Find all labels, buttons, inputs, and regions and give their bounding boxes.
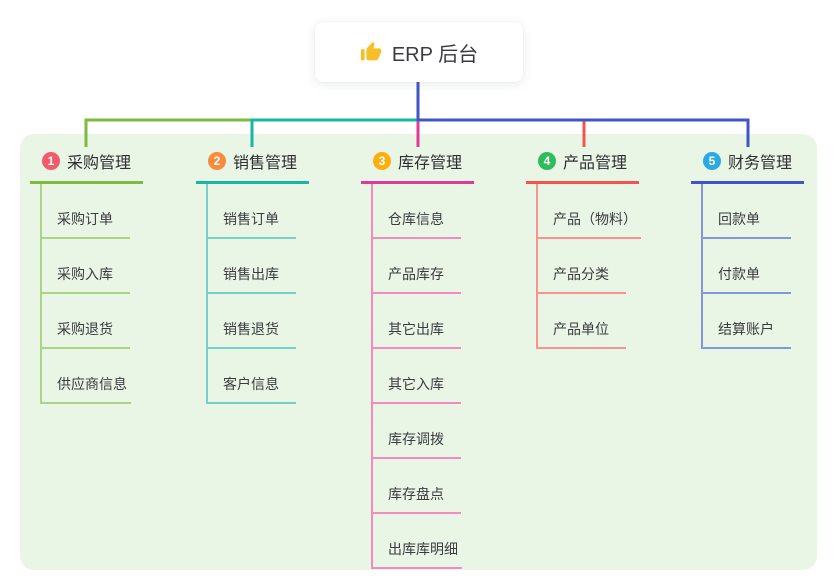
- node-item[interactable]: 其它出库: [373, 294, 461, 349]
- node-item[interactable]: 产品单位: [538, 294, 626, 349]
- badge-3: 3: [373, 152, 391, 170]
- topic-label: 库存管理: [398, 155, 463, 172]
- node-item[interactable]: 付款单: [703, 239, 791, 294]
- node-item[interactable]: 供应商信息: [42, 349, 131, 404]
- root-node[interactable]: ERP 后台: [315, 22, 523, 82]
- branch-inventory: 3 库存管理 仓库信息 产品库存 其它出库 其它入库 库存调拨 库存盘点 出库库…: [361, 146, 474, 569]
- branch-product: 4 产品管理 产品（物料） 产品分类 产品单位: [526, 146, 641, 349]
- branch-finance: 5 财务管理 回款单 付款单 结算账户: [691, 146, 804, 349]
- node-item[interactable]: 其它入库: [373, 349, 461, 404]
- node-item[interactable]: 库存调拨: [373, 404, 461, 459]
- node-item[interactable]: 采购订单: [42, 184, 130, 239]
- badge-2: 2: [208, 152, 226, 170]
- mindmap-panel: [20, 134, 817, 570]
- node-item[interactable]: 销售出库: [208, 239, 296, 294]
- topic-purchase[interactable]: 1 采购管理: [30, 146, 143, 184]
- topic-label: 产品管理: [563, 155, 628, 172]
- topic-sales[interactable]: 2 销售管理: [196, 146, 309, 184]
- children-product: 产品（物料） 产品分类 产品单位: [536, 184, 641, 349]
- children-sales: 销售订单 销售出库 销售退货 客户信息: [206, 184, 309, 404]
- node-item[interactable]: 回款单: [703, 184, 791, 239]
- node-item[interactable]: 仓库信息: [373, 184, 461, 239]
- badge-4: 4: [538, 152, 556, 170]
- node-item[interactable]: 采购退货: [42, 294, 130, 349]
- node-item[interactable]: 结算账户: [703, 294, 791, 349]
- topic-label: 采购管理: [67, 155, 132, 172]
- badge-5: 5: [703, 152, 721, 170]
- children-purchase: 采购订单 采购入库 采购退货 供应商信息: [40, 184, 143, 404]
- children-inventory: 仓库信息 产品库存 其它出库 其它入库 库存调拨 库存盘点 出库库明细: [371, 184, 474, 569]
- node-item[interactable]: 销售退货: [208, 294, 296, 349]
- topic-finance[interactable]: 5 财务管理: [691, 146, 804, 184]
- topic-product[interactable]: 4 产品管理: [526, 146, 639, 184]
- node-item[interactable]: 销售订单: [208, 184, 296, 239]
- root-title: ERP 后台: [391, 43, 479, 66]
- node-item[interactable]: 库存盘点: [373, 459, 461, 514]
- node-item[interactable]: 产品（物料）: [538, 184, 641, 239]
- node-item[interactable]: 产品库存: [373, 239, 461, 294]
- branch-sales: 2 销售管理 销售订单 销售出库 销售退货 客户信息: [196, 146, 309, 404]
- children-finance: 回款单 付款单 结算账户: [701, 184, 804, 349]
- topic-inventory[interactable]: 3 库存管理: [361, 146, 474, 184]
- node-item[interactable]: 产品分类: [538, 239, 626, 294]
- badge-1: 1: [42, 152, 60, 170]
- node-item[interactable]: 客户信息: [208, 349, 296, 404]
- thumbs-up-icon: [360, 41, 382, 63]
- node-item[interactable]: 采购入库: [42, 239, 130, 294]
- topic-label: 财务管理: [728, 155, 793, 172]
- branch-purchase: 1 采购管理 采购订单 采购入库 采购退货 供应商信息: [30, 146, 143, 404]
- topic-label: 销售管理: [233, 155, 298, 172]
- node-item[interactable]: 出库库明细: [373, 514, 462, 569]
